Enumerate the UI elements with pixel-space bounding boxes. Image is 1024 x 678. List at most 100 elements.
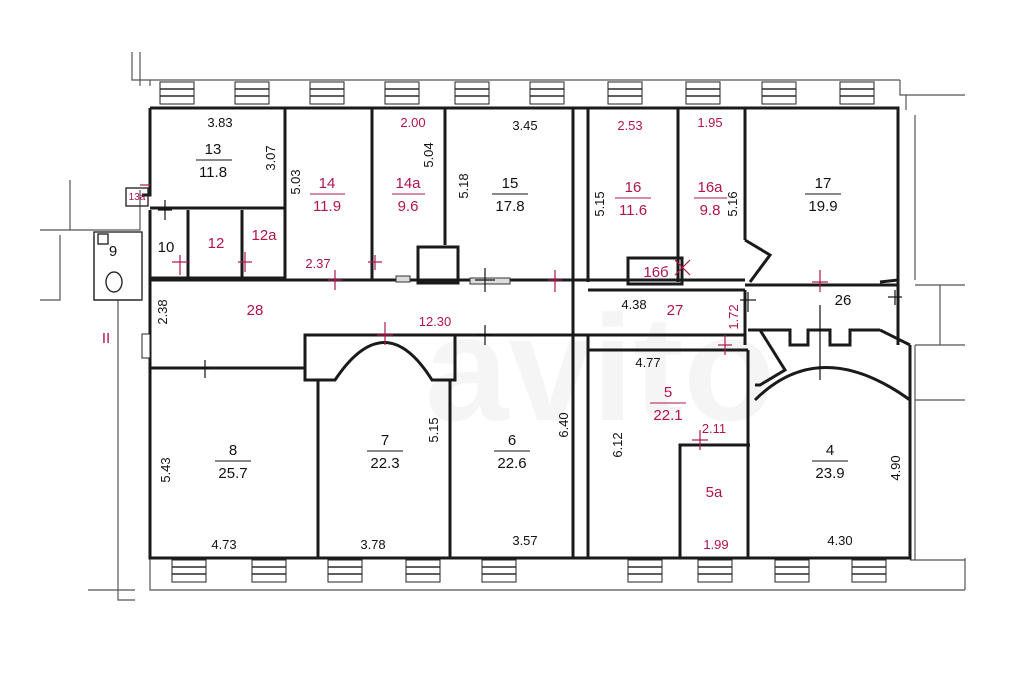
room-15: 15 17.8 xyxy=(492,175,528,215)
room-6: 6 22.6 xyxy=(494,432,530,472)
room-number: 16 xyxy=(625,179,642,196)
room-area: 19.9 xyxy=(808,198,837,215)
window xyxy=(607,81,643,105)
dim-3-57: 3.57 xyxy=(512,533,537,548)
dim-2-11: 2.11 xyxy=(702,421,726,436)
window xyxy=(251,559,287,583)
room-26-label: 26 xyxy=(835,292,852,309)
room-13a-label: 13а xyxy=(129,192,146,203)
dim-3-78: 3.78 xyxy=(360,537,385,552)
dim-2-37: 2.37 xyxy=(305,256,330,271)
dim-2-00: 2.00 xyxy=(400,115,425,130)
stair-label: II xyxy=(102,330,110,347)
dim-1-99: 1.99 xyxy=(703,537,728,552)
window xyxy=(481,559,517,583)
window xyxy=(627,559,663,583)
door-marks xyxy=(140,184,902,450)
window xyxy=(384,81,420,105)
dim-4-38: 4.38 xyxy=(621,297,646,312)
room-13: 13 11.8 xyxy=(196,141,232,181)
room-16: 16 11.6 xyxy=(615,179,651,219)
room-number: 7 xyxy=(381,432,389,449)
dim-3-07: 3.07 xyxy=(263,145,278,170)
window xyxy=(454,81,490,105)
room-number: 14а xyxy=(395,175,421,192)
room-12a-label: 12а xyxy=(251,227,277,244)
dim-2-53: 2.53 xyxy=(617,118,642,133)
room-4: 4 23.9 xyxy=(812,442,848,482)
room-number: 4 xyxy=(826,442,834,459)
room-area: 25.7 xyxy=(218,465,247,482)
dim-4-30: 4.30 xyxy=(827,533,852,548)
room-area: 11.6 xyxy=(619,202,647,219)
dim-1-72: 1.72 xyxy=(726,304,741,329)
dim-4-90: 4.90 xyxy=(888,455,903,480)
window xyxy=(851,559,887,583)
room-16b-label: 16б xyxy=(643,264,668,281)
building-context xyxy=(40,52,966,601)
room-area: 11.9 xyxy=(313,198,341,215)
room-27-label: 27 xyxy=(667,302,684,319)
dim-5-03: 5.03 xyxy=(288,169,303,194)
room-area: 22.6 xyxy=(497,455,526,472)
window xyxy=(234,81,270,105)
room-area: 22.1 xyxy=(653,407,682,424)
room-9-label: 9 xyxy=(109,243,117,260)
dim-5-43: 5.43 xyxy=(158,457,173,482)
window xyxy=(405,559,441,583)
window xyxy=(685,81,721,105)
room-14: 14 11.9 xyxy=(310,175,345,215)
room-number: 16а xyxy=(697,179,723,196)
window xyxy=(529,81,565,105)
dim-3-45: 3.45 xyxy=(512,118,537,133)
stair-room-9 xyxy=(93,187,149,301)
windows-bottom xyxy=(171,559,887,583)
room-5a-label: 5а xyxy=(706,484,723,501)
dim-5-15-bottom: 5.15 xyxy=(426,417,441,442)
dim-5-16: 5.16 xyxy=(725,191,740,216)
room-28-label: 28 xyxy=(247,302,264,319)
room-14a: 14а 9.6 xyxy=(392,175,425,215)
room-7: 7 22.3 xyxy=(367,432,403,472)
dim-4-73: 4.73 xyxy=(211,537,236,552)
room-number: 13 xyxy=(205,141,222,158)
room-number: 8 xyxy=(229,442,237,459)
room-area: 9.8 xyxy=(700,202,721,219)
stair-detail xyxy=(141,275,511,359)
dim-1-95: 1.95 xyxy=(697,115,722,130)
room-10-label: 10 xyxy=(158,239,175,256)
room-area: 23.9 xyxy=(815,465,844,482)
window xyxy=(774,559,810,583)
window xyxy=(159,81,195,105)
dim-12-30: 12.30 xyxy=(419,314,452,329)
watermark: avito xyxy=(425,284,775,452)
dim-2-38: 2.38 xyxy=(155,299,170,324)
room-12-label: 12 xyxy=(208,235,225,252)
dim-5-18: 5.18 xyxy=(456,173,471,198)
room-5: 5 22.1 xyxy=(650,384,686,424)
window xyxy=(761,81,797,105)
dim-5-04: 5.04 xyxy=(421,142,436,167)
room-number: 5 xyxy=(664,384,672,401)
room-number: 14 xyxy=(319,175,336,192)
dim-6-12: 6.12 xyxy=(610,432,625,457)
room-area: 22.3 xyxy=(370,455,399,472)
dim-4-77: 4.77 xyxy=(635,355,660,370)
window xyxy=(839,81,875,105)
window xyxy=(171,559,207,583)
room-number: 6 xyxy=(508,432,516,449)
room-16a: 16а 9.8 xyxy=(694,179,727,219)
small-room-labels: 13а 9 10 12 12а 28 27 26 16б 5а II xyxy=(102,192,852,501)
windows-top xyxy=(159,81,875,105)
dim-6-40: 6.40 xyxy=(556,412,571,437)
window xyxy=(697,559,733,583)
dim-5-15-top: 5.15 xyxy=(592,191,607,216)
walls xyxy=(142,106,912,560)
dim-3-83: 3.83 xyxy=(207,115,232,130)
room-area: 9.6 xyxy=(398,198,419,215)
room-area: 11.8 xyxy=(199,164,227,181)
room-area: 17.8 xyxy=(495,198,524,215)
room-number: 15 xyxy=(502,175,519,192)
room-17: 17 19.9 xyxy=(805,175,841,215)
